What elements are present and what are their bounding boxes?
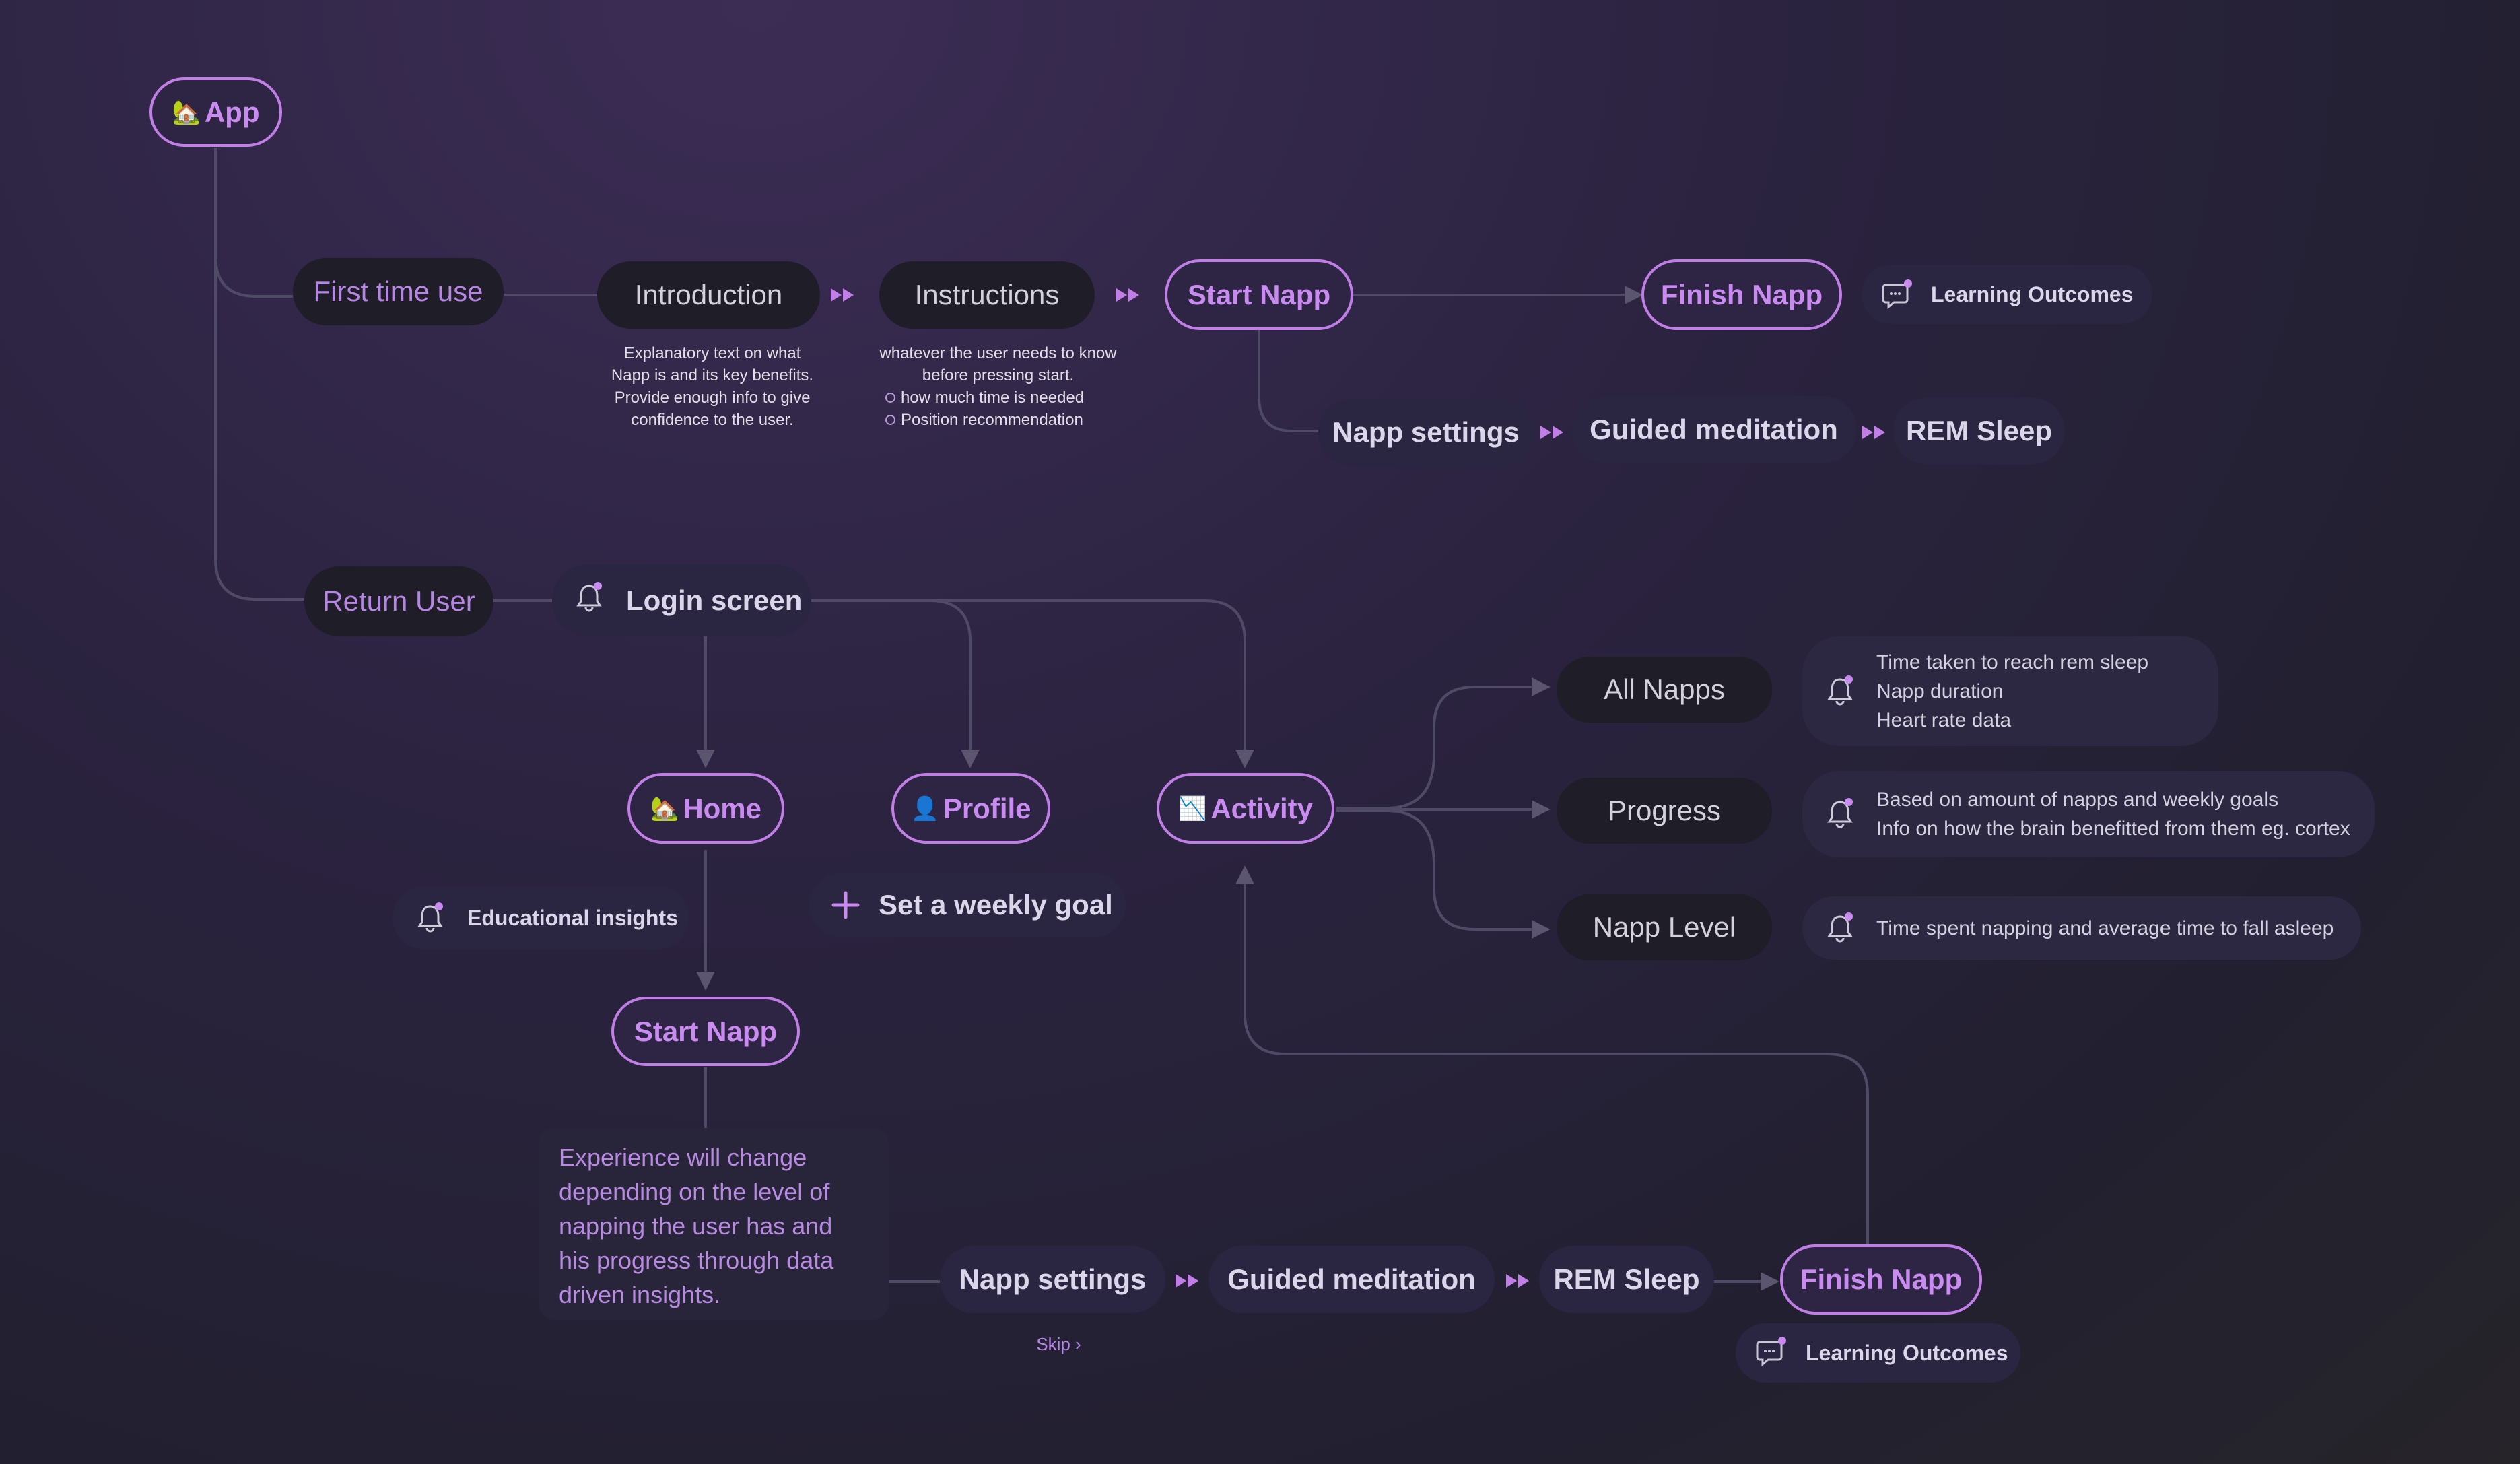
napp-settings-label: Napp settings xyxy=(959,1263,1147,1295)
wire-login-activity xyxy=(930,599,1254,768)
info-line: Time taken to reach rem sleep xyxy=(1876,651,2149,673)
house-icon: 🏡 xyxy=(650,795,679,822)
set-weekly-goal-button[interactable]: Set a weekly goal xyxy=(809,873,1126,937)
napp-settings-top-node[interactable]: Napp settings xyxy=(1318,399,1534,466)
double-chevron-icon xyxy=(1116,288,1139,302)
instructions-node[interactable]: Instructions xyxy=(879,261,1095,329)
rem-sleep-label: REM Sleep xyxy=(1905,415,2053,446)
bell-notification-icon xyxy=(1827,675,1853,706)
experience-note: Experience will change depending on the … xyxy=(539,1128,889,1320)
double-chevron-icon xyxy=(1176,1274,1198,1288)
start-napp-label: Start Napp xyxy=(634,1015,778,1047)
bell-notification-icon xyxy=(576,582,602,612)
napp-settings-bottom-node[interactable]: Napp settings xyxy=(940,1246,1165,1313)
skip-link[interactable]: Skip › xyxy=(1010,1333,1108,1356)
wire-start-settings xyxy=(1258,330,1318,432)
rem-sleep-label: REM Sleep xyxy=(1553,1263,1700,1295)
introduction-node[interactable]: Introduction xyxy=(597,261,820,329)
position-icon xyxy=(885,415,895,425)
introduction-label: Introduction xyxy=(634,279,783,310)
progress-node[interactable]: Progress xyxy=(1557,778,1772,844)
plus-icon xyxy=(831,891,860,919)
start-napp-bottom-node[interactable]: Start Napp xyxy=(611,997,800,1066)
info-line: Napp duration xyxy=(1876,680,2004,702)
bell-notification-icon xyxy=(1827,912,1853,943)
wire-app-return-user xyxy=(214,256,304,601)
learning-outcomes-top[interactable]: Learning Outcomes xyxy=(1862,265,2152,324)
guided-meditation-top-node[interactable]: Guided meditation xyxy=(1571,396,1857,463)
finish-napp-label: Finish Napp xyxy=(1660,278,1823,310)
app-node[interactable]: 🏡 App xyxy=(149,77,282,147)
chart-down-icon: 📉 xyxy=(1178,795,1207,822)
app-label: App xyxy=(204,96,260,128)
finish-napp-label: Finish Napp xyxy=(1800,1263,1963,1295)
house-icon: 🏡 xyxy=(172,99,201,125)
first-time-use-node[interactable]: First time use xyxy=(293,258,504,325)
bell-notification-icon xyxy=(1827,798,1853,828)
user-icon: 👤 xyxy=(910,795,939,822)
double-chevron-icon xyxy=(1506,1274,1529,1288)
home-node[interactable]: 🏡 Home xyxy=(627,773,784,844)
info-line: Info on how the brain benefitted from th… xyxy=(1876,818,2350,840)
clock-icon xyxy=(885,393,895,403)
all-napps-info: Time taken to reach rem sleep Napp durat… xyxy=(1802,636,2218,746)
start-napp-top-node[interactable]: Start Napp xyxy=(1165,259,1353,330)
double-chevron-icon xyxy=(1540,426,1563,439)
guided-meditation-label: Guided meditation xyxy=(1227,1263,1476,1295)
progress-info: Based on amount of napps and weekly goal… xyxy=(1802,771,2375,857)
activity-label: Activity xyxy=(1211,792,1314,824)
learning-outcomes-label: Learning Outcomes xyxy=(1931,281,2134,306)
wire-activity-level xyxy=(1336,809,1551,939)
return-user-label: Return User xyxy=(322,585,475,617)
finish-napp-top-node[interactable]: Finish Napp xyxy=(1641,259,1842,330)
wire-finish-activity xyxy=(1235,865,1869,1244)
return-user-node[interactable]: Return User xyxy=(304,566,493,636)
skip-label: Skip › xyxy=(1036,1334,1081,1354)
double-chevron-icon xyxy=(831,288,854,302)
napp-level-label: Napp Level xyxy=(1592,911,1736,943)
chat-bubble-icon xyxy=(1756,1337,1786,1367)
rem-sleep-bottom-node[interactable]: REM Sleep xyxy=(1539,1246,1714,1313)
double-chevron-icon xyxy=(1862,426,1885,439)
profile-label: Profile xyxy=(943,792,1031,824)
introduction-note: Explanatory text on what Napp is and its… xyxy=(611,344,814,429)
wire-app-first-time xyxy=(214,148,293,298)
rem-sleep-top-node[interactable]: REM Sleep xyxy=(1893,397,2065,465)
chat-bubble-icon xyxy=(1882,279,1912,310)
login-screen-label: Login screen xyxy=(626,584,803,616)
all-napps-node[interactable]: All Napps xyxy=(1557,657,1772,723)
napp-settings-label: Napp settings xyxy=(1332,416,1520,448)
learning-outcomes-bottom[interactable]: Learning Outcomes xyxy=(1736,1323,2020,1383)
all-napps-label: All Napps xyxy=(1604,673,1725,705)
guided-meditation-label: Guided meditation xyxy=(1590,413,1838,445)
info-line: Time spent napping and average time to f… xyxy=(1876,917,2334,939)
finish-napp-bottom-node[interactable]: Finish Napp xyxy=(1780,1244,1982,1315)
wire-activity-allnapps xyxy=(1336,677,1551,809)
profile-node[interactable]: 👤 Profile xyxy=(891,773,1050,844)
learning-outcomes-label: Learning Outcomes xyxy=(1806,1340,2008,1365)
first-time-use-label: First time use xyxy=(313,275,483,307)
info-line: Heart rate data xyxy=(1876,709,2012,731)
login-screen-node[interactable]: Login screen xyxy=(552,564,811,636)
progress-label: Progress xyxy=(1607,795,1722,826)
home-label: Home xyxy=(683,792,762,824)
set-weekly-goal-label: Set a weekly goal xyxy=(879,889,1113,921)
wire-login-profile xyxy=(811,599,980,768)
instructions-label: Instructions xyxy=(914,279,1060,310)
start-napp-label: Start Napp xyxy=(1187,278,1331,310)
guided-meditation-bottom-node[interactable]: Guided meditation xyxy=(1208,1246,1495,1313)
napp-level-info: Time spent napping and average time to f… xyxy=(1802,896,2361,960)
napp-level-node[interactable]: Napp Level xyxy=(1557,894,1772,960)
bell-notification-icon xyxy=(417,902,443,933)
activity-node[interactable]: 📉 Activity xyxy=(1157,773,1334,844)
educational-insights-label: Educational insights xyxy=(467,905,678,930)
info-line: Based on amount of napps and weekly goal… xyxy=(1876,789,2279,811)
instructions-note: whatever the user needs to know before p… xyxy=(879,344,1117,429)
educational-insights-node[interactable]: Educational insights xyxy=(393,886,689,950)
